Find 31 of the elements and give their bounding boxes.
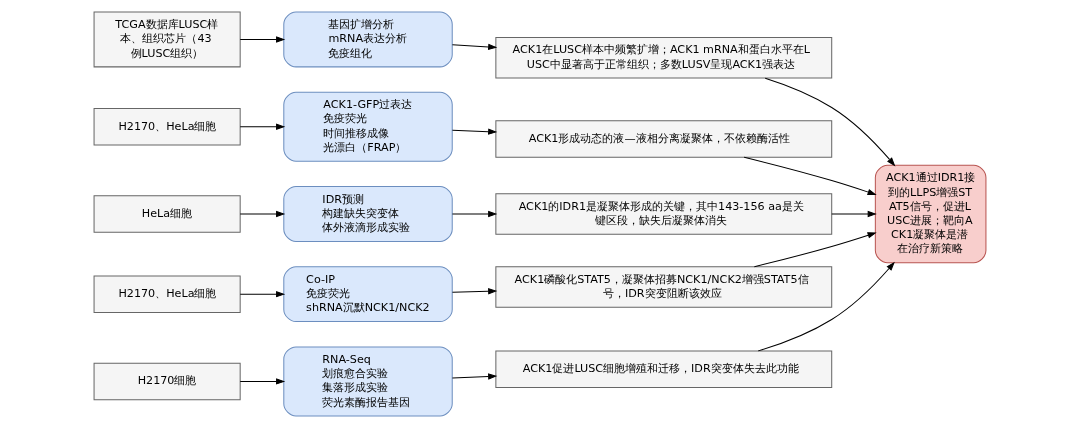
arrow [757, 261, 895, 352]
node-box: ACK1促进LUSC细胞增殖和迁移，IDR突变体失去此功能 [495, 350, 833, 388]
node-box: Co-IP 免疫荧光 shRNA沉默NCK1/NCK2 [283, 266, 453, 323]
arrow [239, 210, 286, 218]
node-box: TCGA数据库LUSC样本、组织芯片（43例LUSC组织） [93, 11, 241, 68]
node-box: IDR预测 构建缺失突变体 体外液滴形成实验 [283, 186, 453, 242]
arrow [743, 156, 877, 196]
node-box: RNA-Seq 划痕愈合实验 集落形成实验 荧光素酶报告基因 [283, 346, 453, 417]
node-box: ACK1形成动态的液—液相分离凝聚体，不依赖酶活性 [495, 120, 833, 158]
arrow [764, 77, 896, 167]
arrow [239, 36, 286, 43]
arrow [831, 210, 877, 218]
arrow [239, 378, 286, 385]
node-box: HeLa细胞 [93, 195, 241, 233]
node-box: H2170、HeLa细胞 [93, 275, 241, 313]
arrow [239, 123, 286, 130]
arrow [753, 232, 877, 268]
arrow [451, 210, 498, 218]
node-box: ACK1-GFP过表达 免疫荧光 时间推移成像 光漂白（FRAP） [283, 91, 453, 162]
node-box: ACK1磷酸化STAT5，凝聚体招募NCK1/NCK2增强STAT5信号，IDR突变阻断该效应 [495, 266, 833, 308]
node-box: ACK1在LUSC样本中频繁扩增；ACK1 mRNA和蛋白水平在LUSC中显著高于正常组织；多数LUSV呈现ACK1强表达 [495, 36, 833, 79]
node-box: ACK1的IDR1是凝聚体形成的关键，其中143-156 aa是关键区段，缺失后凝聚体消失 [495, 193, 833, 235]
node-box: 基因扩增分析 mRNA表达分析 免疫组化 [283, 11, 453, 68]
arrow [451, 373, 498, 380]
node-box: ACK1通过IDR1接到的LLPS增强STAT5信号，促进LUSC进展；靶向ACK1凝聚体是潜在治疗新策略 [874, 164, 987, 264]
node-box: H2170、HeLa细胞 [93, 107, 241, 146]
arrow [451, 288, 498, 295]
arrow [451, 128, 498, 135]
node-box: H2170细胞 [93, 362, 241, 401]
arrow [239, 290, 286, 298]
arrow [451, 43, 498, 51]
